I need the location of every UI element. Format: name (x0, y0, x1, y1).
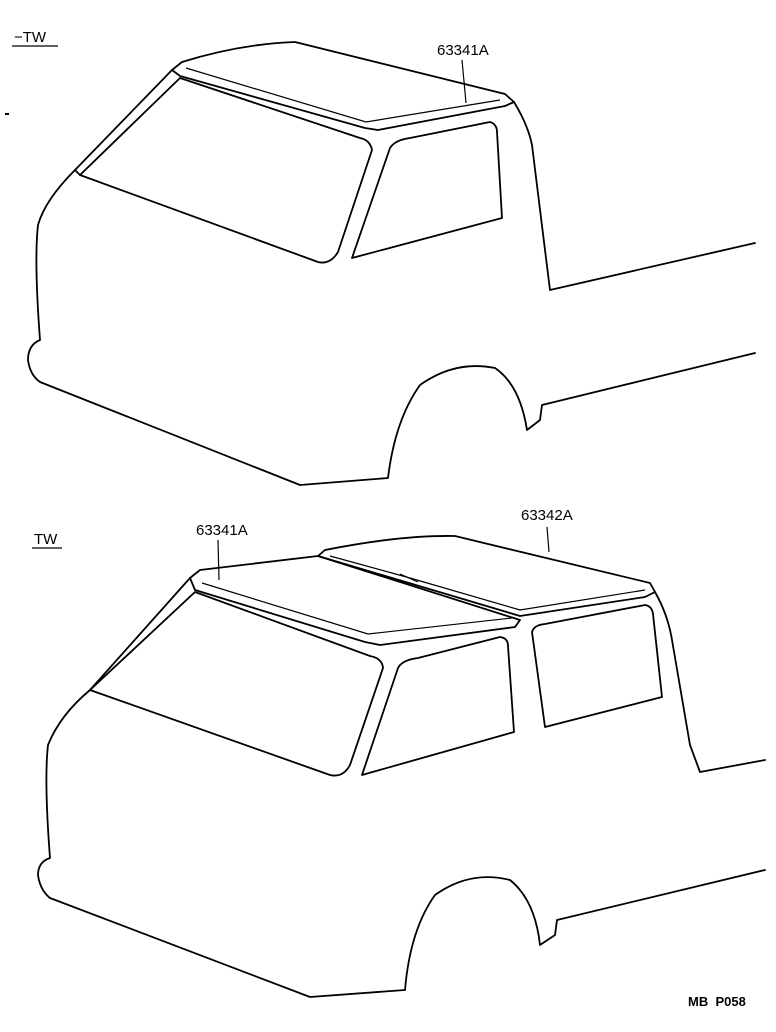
body-side-upper (654, 591, 766, 773)
vehicle-without-tw: −TW 63341A (5, 29, 756, 486)
page-code: MB P058 (688, 994, 746, 1009)
rear-roof-panel-inner-edge (329, 555, 646, 611)
rear-roof-panel (317, 535, 656, 617)
variant-label-no-tw: −TW (14, 29, 47, 46)
roof-panel-inner-edge (185, 67, 501, 123)
variant-label-tw: TW (34, 531, 58, 548)
side-window (351, 121, 503, 259)
front-side-window (531, 604, 663, 728)
rear-window (79, 77, 373, 264)
body-outline (27, 69, 756, 486)
leader-line (546, 526, 550, 553)
body-side-upper (513, 101, 756, 291)
mark (5, 113, 9, 115)
roof-panel (171, 41, 515, 131)
part-number-label[interactable]: 63341A (196, 522, 248, 539)
front-roof-panel (189, 555, 521, 646)
part-number-label[interactable]: 63341A (437, 42, 489, 59)
front-roof-panel-inner-edge (201, 582, 513, 635)
body-outline (37, 577, 766, 998)
leader-line (461, 59, 467, 104)
part-number-label[interactable]: 63342A (521, 507, 573, 524)
middle-side-window (361, 636, 515, 776)
vehicle-with-tw: TW 63341A 63342A (32, 507, 766, 998)
panel-joint (399, 573, 419, 583)
belt-line (74, 169, 81, 176)
rear-window (89, 591, 384, 777)
leader-line (217, 539, 220, 581)
